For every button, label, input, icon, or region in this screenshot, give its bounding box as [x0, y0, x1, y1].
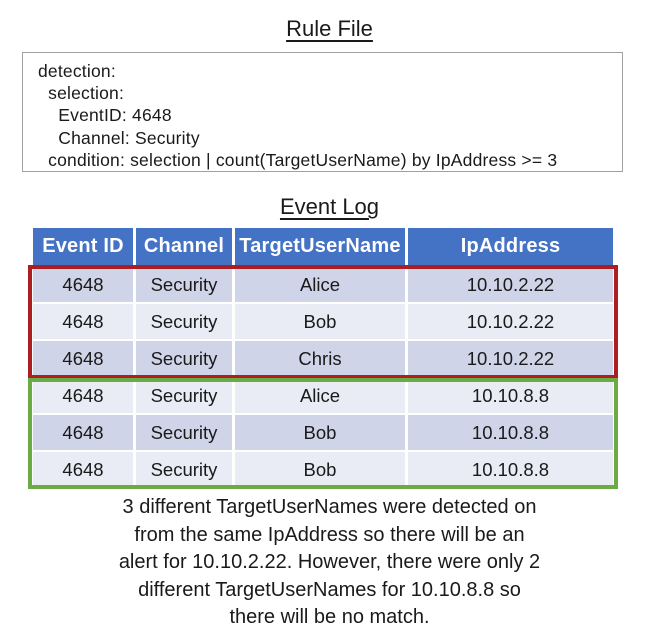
event-log-title: Event Log — [279, 194, 380, 219]
caption-line: there will be no match. — [229, 606, 430, 629]
cell-event-id: 4648 — [33, 304, 133, 339]
column-header-targetusername: TargetUserName — [235, 228, 405, 265]
caption-line: alert for 10.10.2.22. However, there wer… — [118, 551, 541, 574]
column-header-ipaddress: IpAddress — [408, 228, 613, 265]
rule-line: Channel: Security — [38, 127, 200, 148]
cell-channel: Security — [136, 415, 232, 450]
cell-targetusername: Bob — [235, 304, 405, 339]
cell-ipaddress: 10.10.8.8 — [408, 415, 613, 450]
cell-ipaddress: 10.10.8.8 — [408, 378, 613, 413]
cell-targetusername: Bob — [235, 415, 405, 450]
cell-channel: Security — [136, 452, 232, 487]
rule-line: EventID: 4648 — [38, 105, 172, 126]
cell-event-id: 4648 — [33, 267, 133, 302]
cell-targetusername: Alice — [235, 267, 405, 302]
cell-targetusername: Alice — [235, 378, 405, 413]
rule-file-box: detection: selection: EventID: 4648 Chan… — [22, 52, 623, 172]
cell-channel: Security — [136, 378, 232, 413]
cell-targetusername: Chris — [235, 341, 405, 376]
rule-line: detection: — [38, 61, 116, 81]
rule-file-title: Rule File — [286, 16, 373, 41]
cell-channel: Security — [136, 304, 232, 339]
cell-event-id: 4648 — [33, 341, 133, 376]
caption-line: 3 different TargetUserNames were detecte… — [122, 496, 537, 518]
event-log-grid: Event ID Channel TargetUserName IpAddres… — [33, 228, 613, 487]
caption: 3 different TargetUserNames were detecte… — [0, 494, 659, 632]
event-log-table: Event ID Channel TargetUserName IpAddres… — [28, 228, 618, 489]
column-header-event-id: Event ID — [33, 228, 133, 265]
cell-event-id: 4648 — [33, 415, 133, 450]
cell-ipaddress: 10.10.8.8 — [408, 452, 613, 487]
column-header-channel: Channel — [136, 228, 232, 265]
cell-ipaddress: 10.10.2.22 — [408, 341, 613, 376]
rule-line: condition: selection | count(TargetUserN… — [38, 149, 558, 170]
cell-event-id: 4648 — [33, 378, 133, 413]
cell-ipaddress: 10.10.2.22 — [408, 267, 613, 302]
cell-targetusername: Bob — [235, 452, 405, 487]
caption-line: from the same IpAddress so there will be… — [134, 523, 525, 546]
cell-event-id: 4648 — [33, 452, 133, 487]
caption-line: different TargetUserNames for 10.10.8.8 … — [138, 578, 521, 601]
cell-channel: Security — [136, 267, 232, 302]
rule-line: selection: — [38, 83, 125, 104]
cell-channel: Security — [136, 341, 232, 376]
cell-ipaddress: 10.10.2.22 — [408, 304, 613, 339]
